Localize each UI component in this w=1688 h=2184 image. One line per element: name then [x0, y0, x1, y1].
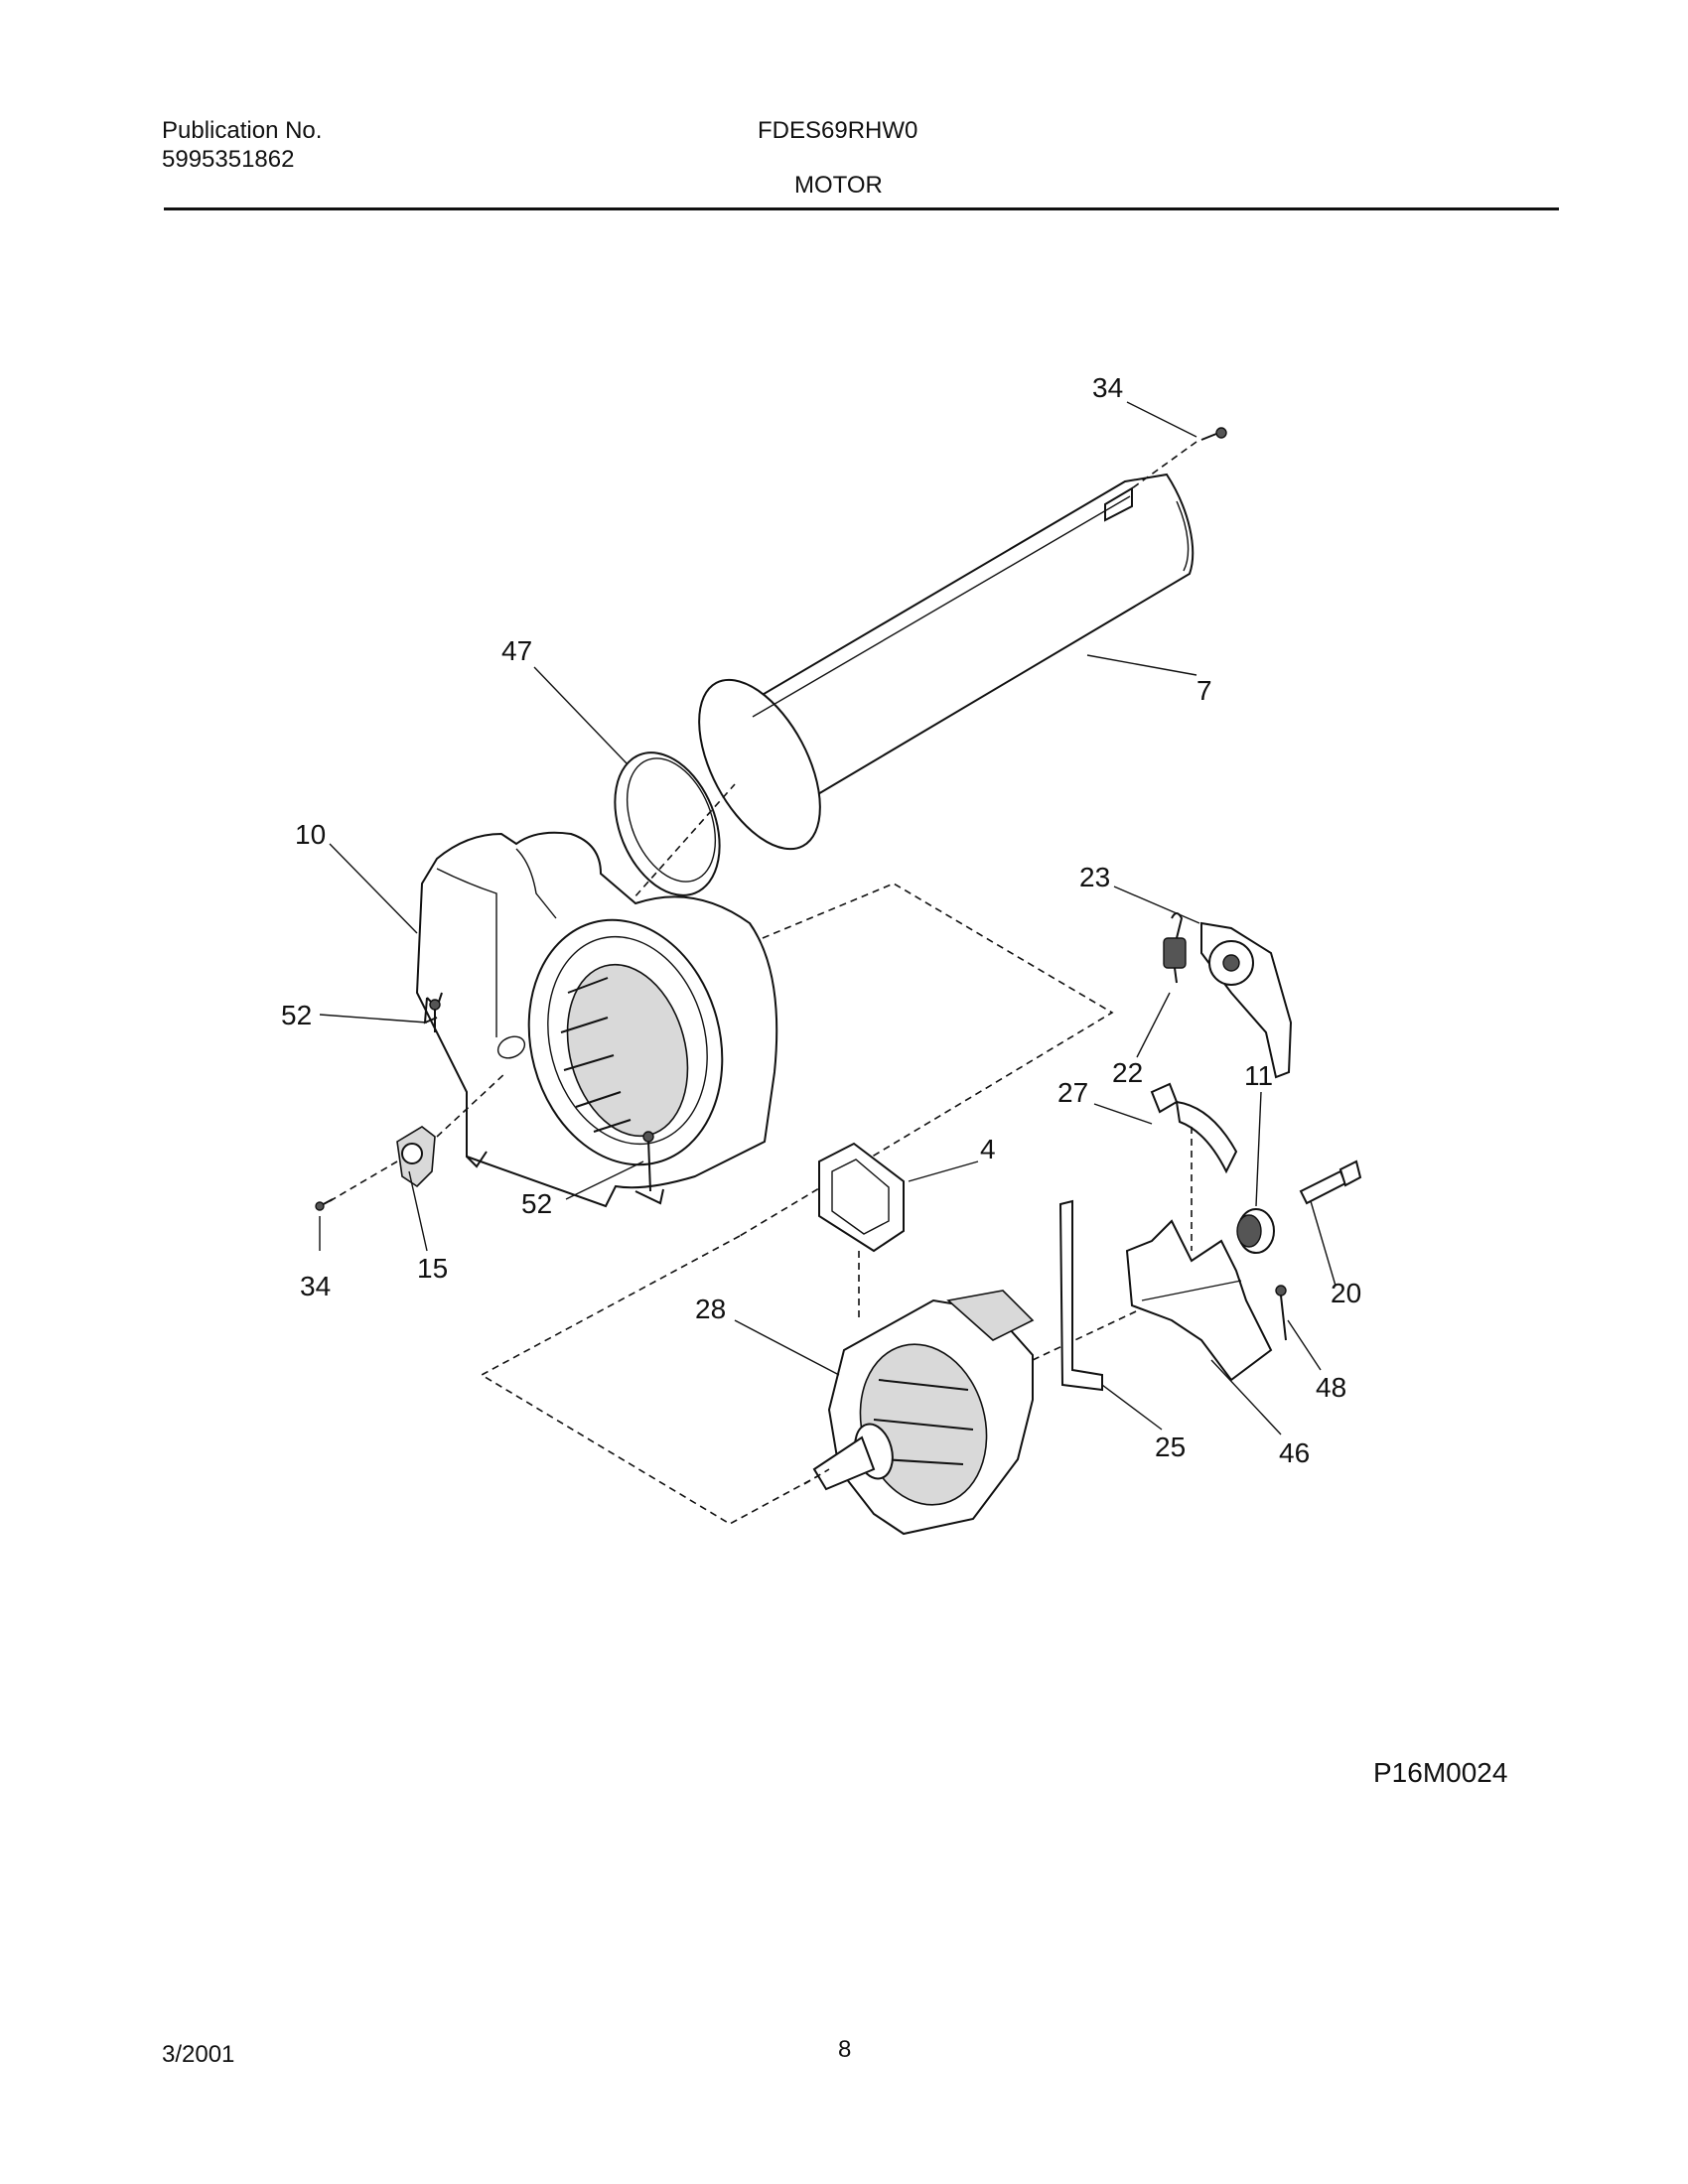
- callout-34-top: 34: [1092, 372, 1123, 403]
- callout-11: 11: [1244, 1060, 1273, 1091]
- part-7-drum-tube: [698, 441, 1197, 851]
- callout-47: 47: [501, 635, 532, 666]
- motor-base-outline: [480, 883, 1114, 1525]
- part-52-screws: [429, 999, 654, 1192]
- callout-52-bottom: 52: [521, 1188, 552, 1219]
- publication-number: 5995351862: [162, 146, 295, 173]
- callout-23: 23: [1079, 862, 1110, 892]
- callout-22: 22: [1112, 1057, 1143, 1088]
- section-title: MOTOR: [794, 172, 883, 199]
- callout-34-bottom: 34: [300, 1271, 331, 1301]
- part-47-ring-seal: [500, 751, 736, 1048]
- callout-46: 46: [1279, 1437, 1310, 1468]
- header-divider: [164, 207, 1559, 210]
- part-4-pad: [818, 1142, 905, 1320]
- part-20-bolt: [1299, 1160, 1362, 1205]
- callout-4: 4: [980, 1134, 996, 1164]
- part-11-wheel: [1236, 1208, 1275, 1254]
- part-22-spring: [1163, 912, 1187, 984]
- callout-7: 7: [1196, 675, 1212, 706]
- part-28-motor: [803, 1280, 1202, 1536]
- part-48-screw: [1275, 1285, 1287, 1341]
- part-15-bracket: [315, 1071, 507, 1211]
- part-27-strap: [1150, 1082, 1238, 1251]
- publication-date: 3/2001: [162, 2041, 235, 2068]
- part-23-idler-arm: [1200, 921, 1293, 1079]
- callout-28: 28: [695, 1294, 726, 1324]
- publication-label: Publication No.: [162, 117, 323, 144]
- callout-15: 15: [417, 1253, 448, 1284]
- callout-52-left: 52: [281, 1000, 312, 1030]
- page-number: 8: [838, 2036, 852, 2063]
- figure-code: P16M0024: [1373, 1757, 1508, 1788]
- model-number: FDES69RHW0: [758, 117, 918, 144]
- part-46-bracket: [1125, 1219, 1273, 1382]
- part-10-blower-housing: [415, 831, 778, 1208]
- part-25-strap: [1058, 1199, 1103, 1392]
- part-34-top-screw: [1200, 427, 1227, 441]
- callout-20: 20: [1331, 1278, 1361, 1308]
- leader-lines: [319, 401, 1336, 1435]
- callout-48: 48: [1316, 1372, 1346, 1403]
- callout-27: 27: [1057, 1077, 1088, 1108]
- callout-10: 10: [295, 819, 326, 850]
- callout-25: 25: [1155, 1432, 1186, 1462]
